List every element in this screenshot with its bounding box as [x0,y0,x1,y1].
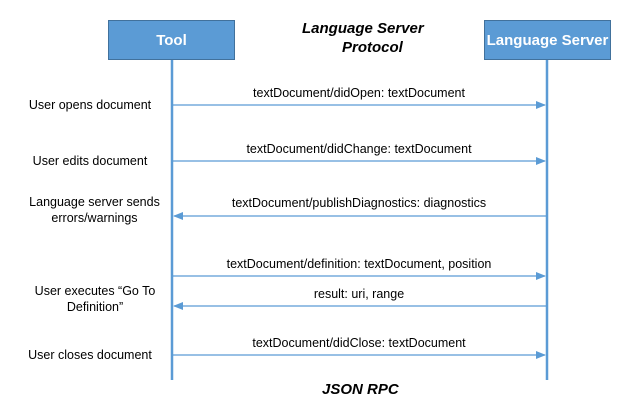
step-label-open: User opens document [28,98,152,112]
language-server-participant-box: Language Server [484,20,611,60]
message-label-didopen: textDocument/didOpen: textDocument [253,86,465,100]
message-label-result: result: uri, range [313,287,405,301]
message-label-publishdiagnostics: textDocument/publishDiagnostics: diagnos… [231,196,487,210]
step-label-go-to-definition: User executes “Go To Definition” [34,284,156,314]
message-label-didchange: textDocument/didChange: textDocument [246,142,472,156]
step-label-close: User closes document [28,348,152,362]
step-label-edit: User edits document [32,154,148,168]
step-label-diagnostics: Language server sends errors/warnings [29,195,160,225]
diagram-title-line2: Protocol [342,39,403,56]
diagram-title: Language Server Protocol [302,19,472,57]
message-label-definition: textDocument/definition: textDocument, p… [226,257,492,271]
diagram-title-line1: Language Server [302,20,424,37]
tool-participant-box: Tool [108,20,235,60]
message-label-didclose: textDocument/didClose: textDocument [252,336,466,350]
footer-label: JSON RPC [322,381,399,398]
